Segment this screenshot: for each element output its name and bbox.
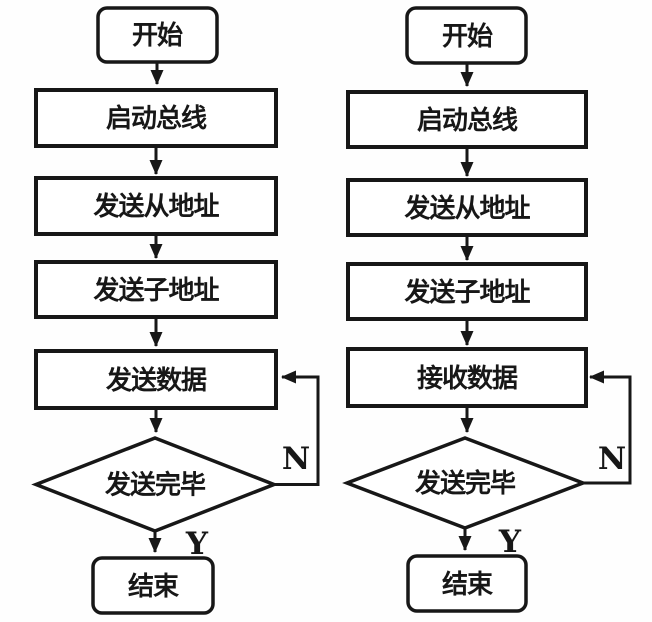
receive-end-node [406,554,528,613]
send-loop-no-arrow [274,370,320,486]
send-yes-label: Y [185,526,209,562]
receive-step4-label: 接收数据 [417,364,518,394]
receive-no-label: N [598,441,626,477]
send-no-label: N [282,441,310,477]
send-step3-node [34,260,278,319]
receive-step3-label: 发送子地址 [403,277,530,308]
receive-step3-node [346,262,588,321]
receive-loop-no-arrow [583,370,632,485]
send-end-node [91,556,215,615]
send-step3-label: 发送子地址 [92,275,219,306]
send-step4-label: 发送数据 [105,365,207,396]
receive-step1-label: 启动总线 [417,105,518,136]
send-step1-label: 启动总线 [106,103,207,134]
send-decision-label: 发送完毕 [104,470,206,501]
send-start-label: 开始 [132,21,183,51]
receive-decision-label: 发送完毕 [414,468,516,499]
receive-yes-label: Y [498,524,522,560]
receive-end-label: 结束 [442,569,494,600]
send-step2-label: 发送从地址 [92,191,219,222]
flowchart-send: 开始 启动总线 发送从地址 发送子地址 发送数据 发送完毕 N [31,6,320,615]
receive-start-label: 开始 [442,22,493,52]
receive-step1-node [346,90,588,149]
send-step1-node [34,88,278,148]
send-end-label: 结束 [128,571,180,602]
flowchart-receive: 开始 启动总线 发送从地址 发送子地址 接收数据 发送完毕 N [342,6,632,613]
receive-step2-label: 发送从地址 [403,193,530,224]
